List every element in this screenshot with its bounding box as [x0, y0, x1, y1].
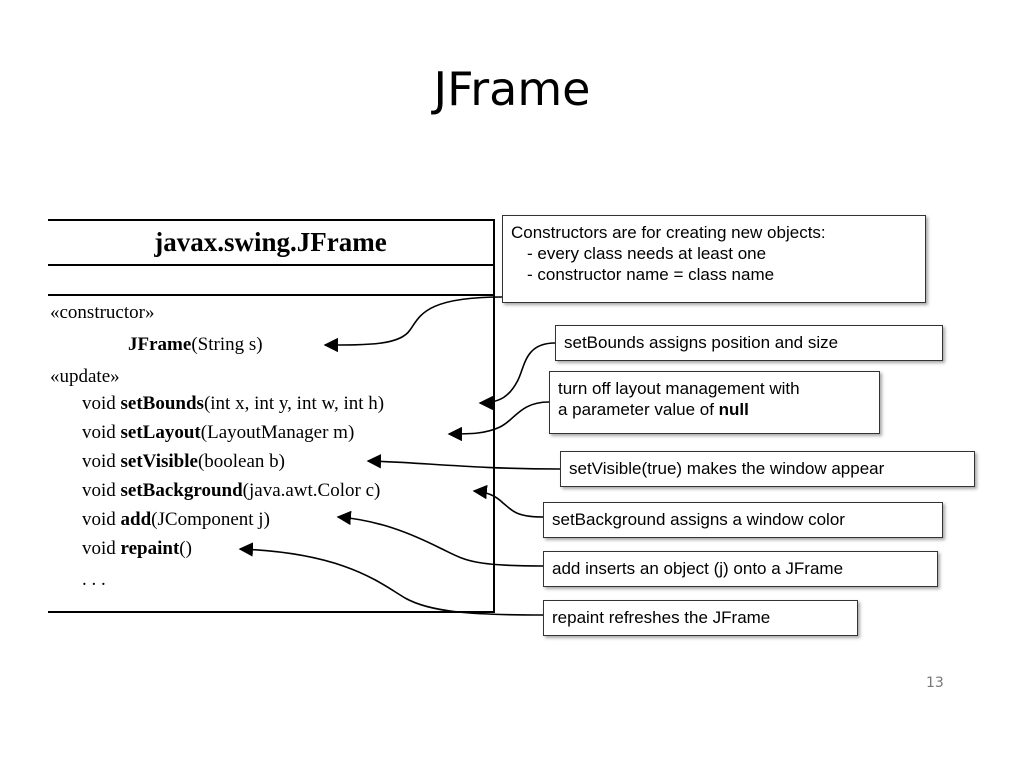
note-setbackground: setBackground assigns a window color	[543, 502, 943, 538]
note-constructors: Constructors are for creating new object…	[502, 215, 926, 303]
method-return-type: void	[82, 393, 121, 414]
method-name: setLayout	[120, 422, 201, 443]
note-repaint-text: repaint refreshes the JFrame	[552, 608, 771, 627]
uml-ellipsis: . . .	[82, 569, 106, 590]
note-setlayout-line2: a parameter value of null	[558, 399, 871, 420]
method-name: setVisible	[120, 451, 198, 472]
uml-class-name: javax.swing.JFrame	[154, 227, 387, 257]
note-setbounds-text: setBounds assigns position and size	[564, 333, 839, 352]
method-setvisible: void setVisible(boolean b)	[82, 451, 285, 473]
method-name: setBounds	[120, 393, 204, 414]
note-add-text: add inserts an object (j) onto a JFrame	[552, 559, 844, 578]
method-setlayout: void setLayout(LayoutManager m)	[82, 422, 354, 444]
note-setlayout-null: null	[718, 400, 749, 419]
method-name: repaint	[120, 538, 180, 559]
note-setlayout-line2-text: a parameter value of	[558, 400, 719, 419]
note-setlayout: turn off layout management with a parame…	[549, 371, 880, 434]
stereotype-constructor: «constructor»	[50, 302, 155, 323]
method-return-type: void	[82, 422, 121, 443]
uml-constructor: JFrame(String s)	[128, 334, 263, 356]
note-constructors-line1: Constructors are for creating new object…	[511, 223, 826, 242]
method-name: setBackground	[120, 480, 243, 501]
slide-number: 13	[926, 675, 944, 691]
method-params: (int x, int y, int w, int h)	[203, 393, 385, 414]
note-setbackground-text: setBackground assigns a window color	[552, 510, 845, 529]
uml-separator-name	[48, 264, 493, 266]
method-params: ()	[179, 538, 192, 559]
uml-separator-attributes	[48, 294, 493, 296]
slide-title: JFrame	[433, 62, 591, 116]
note-setvisible-text: setVisible(true) makes the window appear	[569, 459, 885, 478]
note-constructors-line3: - constructor name = class name	[527, 265, 775, 284]
method-setbounds: void setBounds(int x, int y, int w, int …	[82, 393, 384, 415]
method-params: (java.awt.Color c)	[242, 480, 381, 501]
method-return-type: void	[82, 509, 121, 530]
method-repaint: void repaint()	[82, 538, 192, 560]
method-return-type: void	[82, 538, 121, 559]
method-params: (boolean b)	[197, 451, 285, 472]
method-name: add	[120, 509, 152, 530]
method-params: (JComponent j)	[151, 509, 270, 530]
constructor-params: (String s)	[191, 334, 263, 355]
method-params: (LayoutManager m)	[200, 422, 355, 443]
note-setbounds: setBounds assigns position and size	[555, 325, 943, 361]
note-repaint: repaint refreshes the JFrame	[543, 600, 858, 636]
stereotype-update: «update»	[50, 366, 120, 387]
note-constructors-line2: - every class needs at least one	[527, 244, 767, 263]
note-add: add inserts an object (j) onto a JFrame	[543, 551, 938, 587]
method-setbackground: void setBackground(java.awt.Color c)	[82, 480, 380, 502]
note-setvisible: setVisible(true) makes the window appear	[560, 451, 975, 487]
method-return-type: void	[82, 480, 121, 501]
note-setlayout-line1: turn off layout management with	[558, 379, 800, 398]
method-return-type: void	[82, 451, 121, 472]
constructor-name: JFrame	[128, 334, 192, 355]
method-add: void add(JComponent j)	[82, 509, 270, 531]
